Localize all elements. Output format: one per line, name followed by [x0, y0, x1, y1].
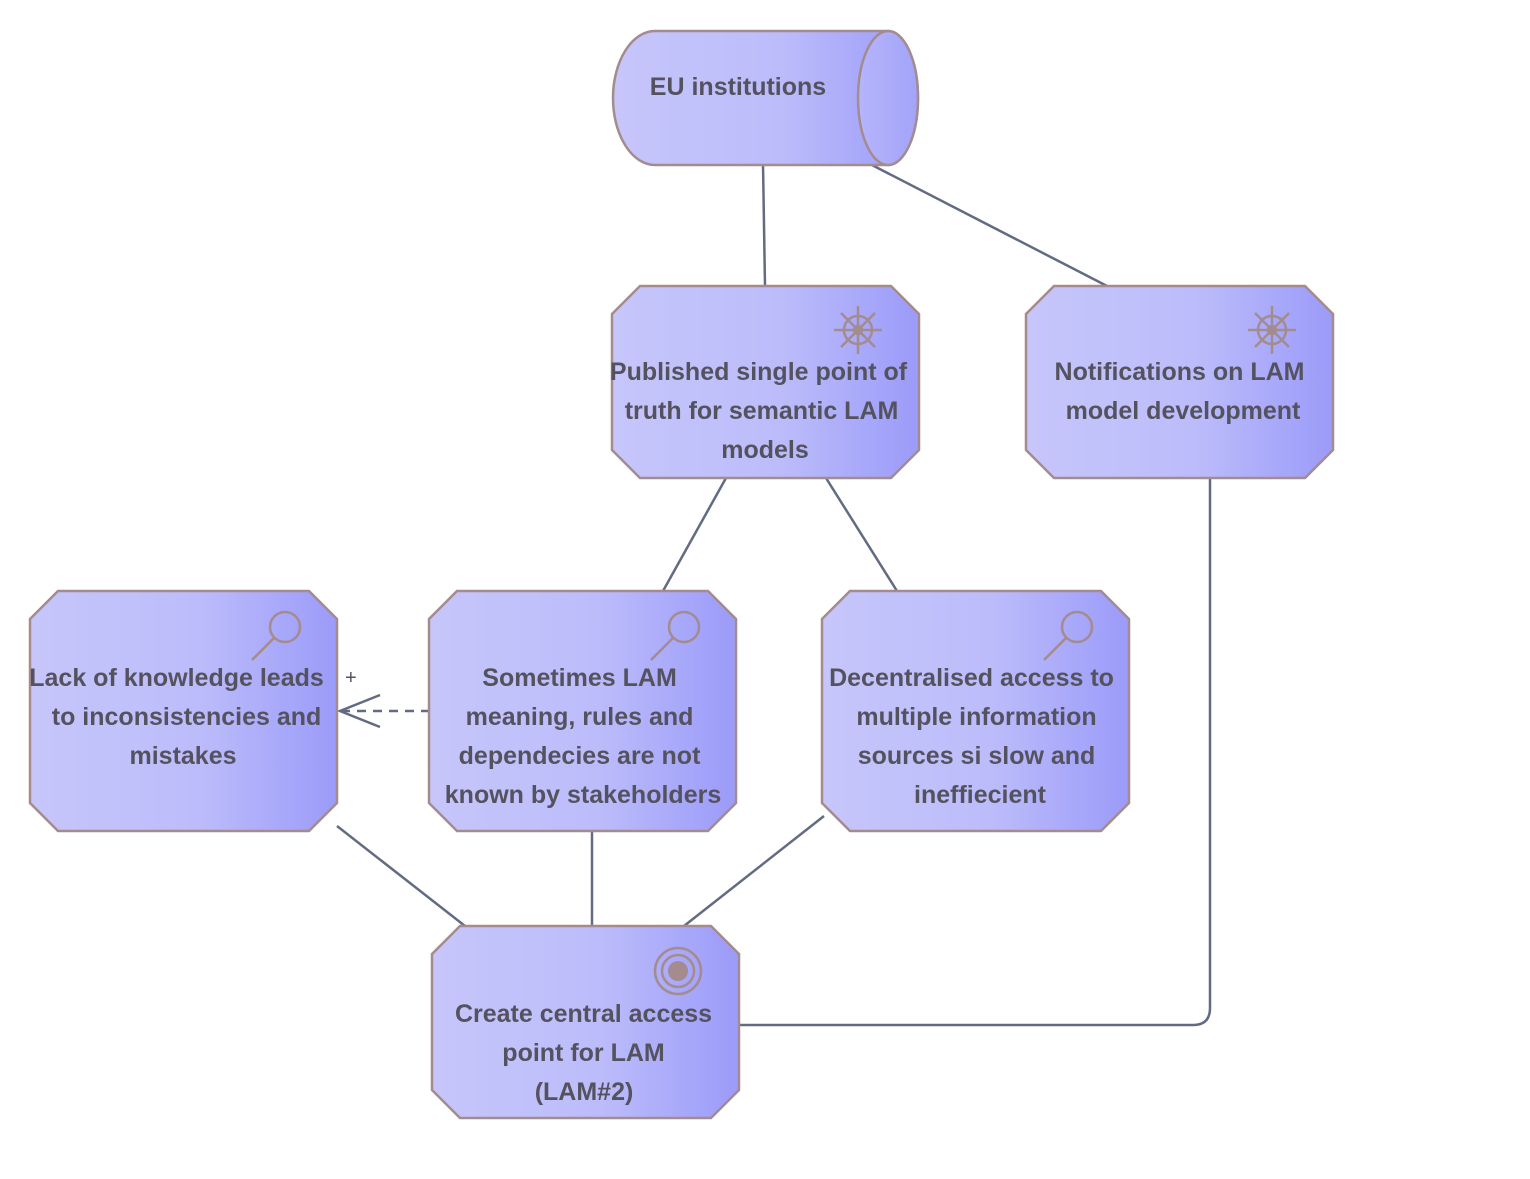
node-eu-institutions[interactable]: EU institutions: [611, 29, 920, 167]
label-line: known by stakeholders: [445, 781, 721, 809]
node-lack-of-knowledge[interactable]: Lack of knowledge leads to inconsistenci…: [28, 589, 339, 833]
label-line: models: [721, 436, 809, 464]
connectors: [336, 162, 1212, 1027]
node-create-central-access-point[interactable]: Create central access point for LAM (LAM…: [430, 924, 741, 1120]
label-line: mistakes: [129, 742, 236, 770]
label-line: Published single point of: [610, 358, 908, 386]
label-line: multiple information: [856, 703, 1096, 731]
node-sometimes-lam-meaning[interactable]: Sometimes LAM meaning, rules and depende…: [427, 589, 738, 833]
label-line: Sometimes LAM: [482, 664, 676, 692]
connector-eu-to-notifications[interactable]: [869, 162, 1108, 288]
node-label: Published single point of truth for sema…: [610, 358, 914, 464]
node-notifications-on-lam[interactable]: Notifications on LAM model development: [1024, 284, 1335, 480]
node-label: Decentralised access to multiple informa…: [829, 664, 1121, 809]
node-decentralised-access[interactable]: Decentralised access to multiple informa…: [820, 589, 1131, 833]
driver-icon: [834, 306, 882, 354]
label-line: Notifications on LAM: [1055, 358, 1305, 386]
label-line: dependecies are not: [459, 742, 701, 770]
node-label: EU institutions: [650, 73, 826, 101]
connector-eu-to-published[interactable]: [761, 163, 767, 287]
influence-relationship[interactable]: [336, 693, 430, 729]
influence-label: +: [345, 667, 357, 689]
node-shape: [1024, 284, 1335, 480]
connector-notifications-to-create[interactable]: [738, 478, 1212, 1027]
node-label: Notifications on LAM model development: [1055, 358, 1312, 425]
node-label: Lack of knowledge leads to inconsistenci…: [29, 664, 330, 770]
label-line: model development: [1066, 397, 1301, 425]
label-line: ineffiecient: [914, 781, 1047, 809]
connector-lack-to-create[interactable]: [336, 825, 466, 927]
label-line: EU institutions: [650, 73, 826, 101]
connector-decentralised-to-create[interactable]: [683, 815, 825, 927]
label-line: Decentralised access to: [829, 664, 1114, 692]
assessment-icon: [650, 610, 701, 661]
cylinder-cap: [856, 29, 920, 167]
goal-icon: [653, 946, 703, 996]
label-line: truth for semantic LAM: [625, 397, 899, 425]
label-line: sources si slow and: [858, 742, 1096, 770]
connector-published-to-decentralised[interactable]: [824, 477, 899, 592]
label-line: to inconsistencies and: [52, 703, 322, 731]
node-label: Sometimes LAM meaning, rules and depende…: [445, 664, 721, 809]
connector-published-to-sometimes[interactable]: [661, 477, 728, 592]
label-line: Lack of knowledge leads: [29, 664, 324, 692]
label-line: point for LAM: [502, 1039, 664, 1067]
node-published-single-point-of-truth[interactable]: Published single point of truth for sema…: [610, 284, 921, 480]
driver-icon: [1248, 306, 1296, 354]
node-shape: [610, 284, 921, 480]
assessment-icon: [251, 610, 302, 661]
label-line: Create central access: [455, 1000, 712, 1028]
label-line: (LAM#2): [535, 1078, 634, 1106]
node-label: Create central access point for LAM (LAM…: [455, 1000, 719, 1106]
assessment-icon: [1043, 610, 1094, 661]
label-line: meaning, rules and: [466, 703, 694, 731]
